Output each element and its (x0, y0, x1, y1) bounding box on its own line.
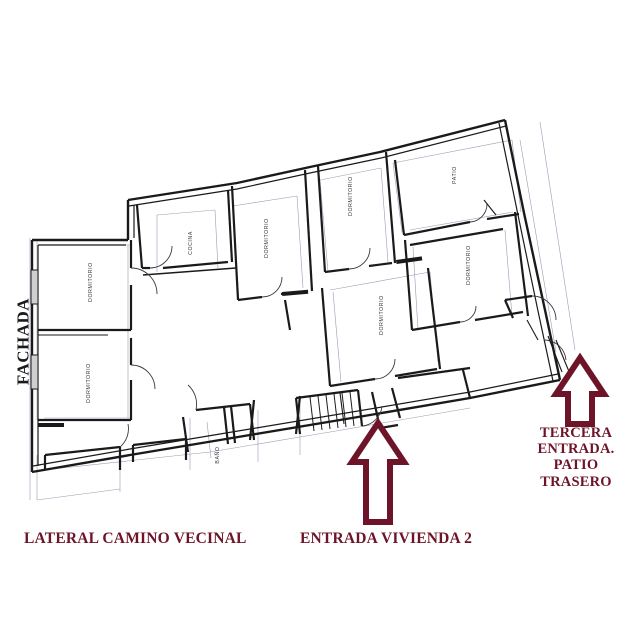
threshold-marks (38, 256, 423, 427)
room-label-dormitorio-1: DORMITORIO (88, 262, 94, 302)
tercera-entrada-arrow (550, 352, 610, 427)
callout-tercera-entrada-patio-trasero: TERCERA ENTRADA. PATIO TRASERO (537, 425, 615, 490)
door-leaves (223, 199, 571, 445)
room-label-dormitorio-2: DORMITORIO (86, 363, 92, 403)
interior-walls (38, 151, 533, 470)
room-label-cocina: COCINA (188, 231, 194, 255)
callout-fachada: FACHADA (13, 297, 33, 386)
dimension-lines (29, 121, 576, 501)
entrada-vivienda-2-arrow (346, 417, 410, 525)
room-label-dormitorio-5: DORMITORIO (466, 245, 472, 285)
room-label-dormitorio-4: DORMITORIO (348, 176, 354, 216)
callout-lateral-camino-vecinal: LATERAL CAMINO VECINAL (24, 530, 247, 547)
room-labels: DORMITORIO DORMITORIO COCINA DORMITORIO DORM… (86, 166, 472, 463)
room-label-dormitorio-3: DORMITORIO (264, 218, 270, 258)
door-swings (119, 203, 567, 448)
staircase (309, 391, 355, 432)
exterior-walls (30, 118, 562, 474)
room-label-bano: BAÑO (214, 446, 221, 463)
room-label-patio: PATIO (452, 166, 458, 184)
room-label-dormitorio-6: DORMITORIO (379, 295, 385, 335)
callout-entrada-vivienda-2: ENTRADA VIVIENDA 2 (300, 530, 473, 547)
window-marks (30, 269, 39, 390)
